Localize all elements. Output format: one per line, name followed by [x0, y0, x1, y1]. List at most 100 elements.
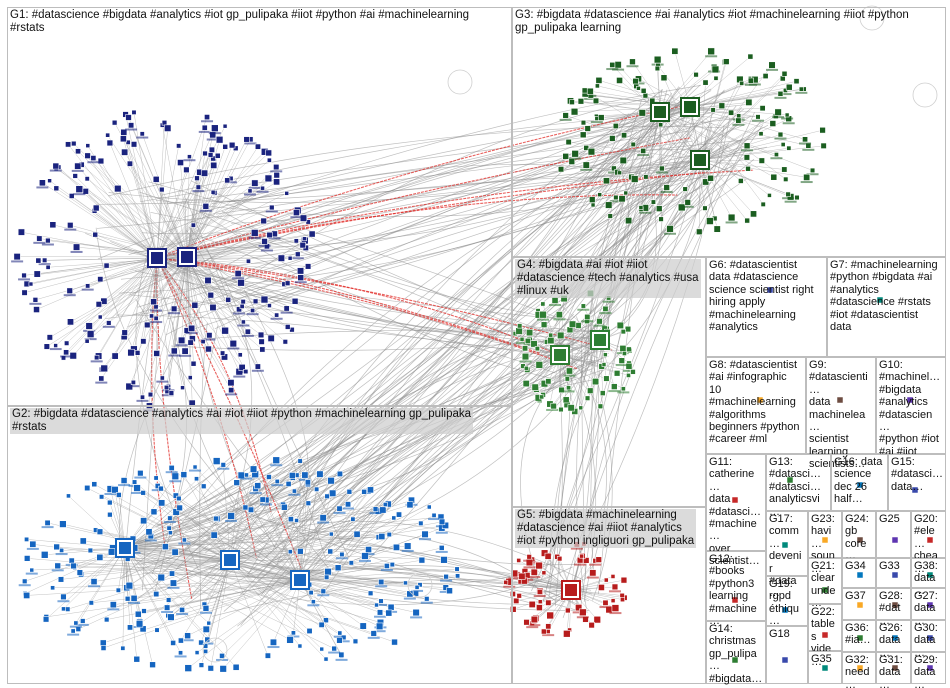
- spoke-edge: [689, 106, 788, 116]
- highlight-edge: [156, 257, 613, 351]
- group-box-g3[interactable]: G3: #bigdata #datascience #ai #analytics…: [512, 7, 946, 257]
- user-node: [87, 547, 94, 554]
- user-node: [44, 519, 51, 526]
- spoke-edge: [46, 579, 301, 618]
- user-node: [23, 591, 31, 599]
- user-node: [516, 558, 522, 563]
- spoke-edge: [699, 64, 773, 161]
- node-label-mark: [57, 600, 70, 603]
- node-label-mark: [167, 586, 180, 589]
- node-label-mark: [637, 154, 650, 157]
- cross-group-edge: [554, 343, 563, 607]
- spoke-edge: [699, 159, 789, 195]
- group-box-g31[interactable]: G31: data…: [876, 652, 911, 688]
- group-label-g19: G19: rgpd éthiqu…: [769, 578, 799, 628]
- group-box-g14[interactable]: G14: christmas gp_pulipa… #bigdata…: [706, 621, 766, 685]
- group-box-g25[interactable]: G25: [876, 511, 911, 558]
- user-node: [224, 177, 231, 184]
- user-node: [535, 561, 543, 570]
- user-node: [302, 236, 307, 242]
- group-box-g5[interactable]: G5: #bigdata #machinelearning #datascien…: [512, 507, 706, 684]
- satellite-ring: [407, 572, 433, 598]
- user-node: [523, 619, 530, 626]
- group-box-g1[interactable]: G1: #datascience #bigdata #analytics #io…: [7, 7, 512, 406]
- spoke-edge: [659, 111, 662, 220]
- group-box-g17[interactable]: G17: comm… devenir #data…: [766, 511, 808, 599]
- user-node: [609, 61, 616, 68]
- group-box-g36[interactable]: G36: #ia…: [842, 620, 876, 652]
- spoke-edge: [133, 257, 158, 350]
- group-box-g11[interactable]: G11: catherine… data #datasci… #machine……: [706, 454, 766, 567]
- spoke-edge: [124, 533, 332, 549]
- user-node: [611, 583, 619, 591]
- node-label-mark: [249, 492, 262, 495]
- group-box-g35[interactable]: G35: [808, 651, 842, 684]
- group-box-g28[interactable]: G28: #dat…: [876, 588, 911, 627]
- group-box-g4[interactable]: G4: #bigdata #ai #iot #iiot #datascience…: [512, 257, 706, 507]
- node-label-mark: [403, 597, 416, 600]
- user-node: [84, 484, 91, 492]
- group-box-g23[interactable]: G23: havi… soun…: [808, 511, 842, 575]
- user-node: [539, 394, 545, 400]
- user-node: [92, 204, 100, 212]
- group-box-g30[interactable]: G30: data…: [911, 620, 946, 659]
- user-node: [64, 340, 70, 346]
- user-node: [352, 638, 359, 645]
- group-box-g27[interactable]: G27: data…: [911, 588, 946, 627]
- group-label-g37: G37: [845, 590, 866, 602]
- group-box-g24[interactable]: G24: gb core…: [842, 511, 876, 562]
- hub-node-avatar: [694, 154, 706, 166]
- spoke-edge: [93, 559, 231, 582]
- group-box-g19[interactable]: G19: rgpd éthiqu…: [766, 576, 808, 628]
- spoke-edge: [156, 159, 270, 259]
- user-node: [236, 306, 242, 313]
- user-node: [562, 396, 570, 404]
- user-node: [228, 141, 236, 149]
- group-box-g33[interactable]: G33: [876, 558, 911, 588]
- node-label-mark: [225, 393, 238, 396]
- small-group-node: [856, 664, 864, 672]
- spoke-edge: [114, 122, 188, 258]
- user-node: [588, 196, 596, 203]
- group-box-g26[interactable]: G26: data…: [876, 620, 911, 659]
- user-node: [418, 556, 426, 564]
- group-box-g10[interactable]: G10: #machinel… #bigdata #analytics #dat…: [876, 357, 946, 458]
- group-box-g16[interactable]: G16: data science dec 26 half…: [831, 454, 888, 511]
- user-node: [100, 364, 108, 373]
- group-box-g21[interactable]: G21: clear unde…: [808, 558, 842, 609]
- group-box-g9[interactable]: G9: #datascienti… data machinelea… scien…: [806, 357, 876, 470]
- group-box-g37[interactable]: G37: [842, 588, 876, 620]
- group-box-g34[interactable]: G34: [842, 558, 876, 588]
- user-node: [509, 606, 517, 613]
- group-label-g25: G25: [879, 513, 900, 525]
- group-box-g22[interactable]: G22: tables vide…: [808, 604, 842, 668]
- user-node: [293, 238, 299, 244]
- user-node: [365, 546, 372, 553]
- group-box-g12[interactable]: G12: #books #python3 learning #machine…: [706, 551, 766, 627]
- group-box-g18[interactable]: G18: [766, 626, 808, 684]
- node-label-mark: [25, 572, 38, 575]
- spoke-edge: [184, 256, 188, 352]
- spoke-edge: [55, 165, 158, 259]
- user-node: [320, 588, 327, 595]
- user-node: [144, 321, 151, 329]
- group-box-g2[interactable]: G2: #bigdata #datascience #analytics #ai…: [7, 406, 512, 684]
- node-label-mark: [590, 121, 603, 124]
- group-box-g6[interactable]: G6: #datascientist data #datascience sci…: [706, 257, 827, 357]
- small-group-node: [891, 571, 899, 579]
- group-box-g38[interactable]: G38: data…: [911, 558, 946, 597]
- node-label-mark: [795, 91, 808, 94]
- satellite-ring: [447, 69, 473, 95]
- group-box-g7[interactable]: G7: #machinelearning #python #bigdata #a…: [827, 257, 946, 357]
- spoke-edge: [625, 159, 701, 194]
- group-box-g32[interactable]: G32: need…: [842, 652, 876, 688]
- group-box-g29[interactable]: G29: data…: [911, 652, 946, 688]
- user-node: [284, 191, 290, 196]
- group-box-g8[interactable]: G8: #datascientist #ai #infographic 10 #…: [706, 357, 806, 454]
- group-box-g20[interactable]: G20: #ele… chea…: [911, 511, 946, 575]
- spoke-edge: [699, 133, 762, 161]
- group-box-g13[interactable]: G13: #datasci… #datasci… analyticsvi…: [766, 454, 831, 518]
- user-node: [755, 114, 761, 120]
- group-box-g15[interactable]: G15: #datasci… data…: [888, 454, 946, 511]
- user-node: [259, 346, 266, 353]
